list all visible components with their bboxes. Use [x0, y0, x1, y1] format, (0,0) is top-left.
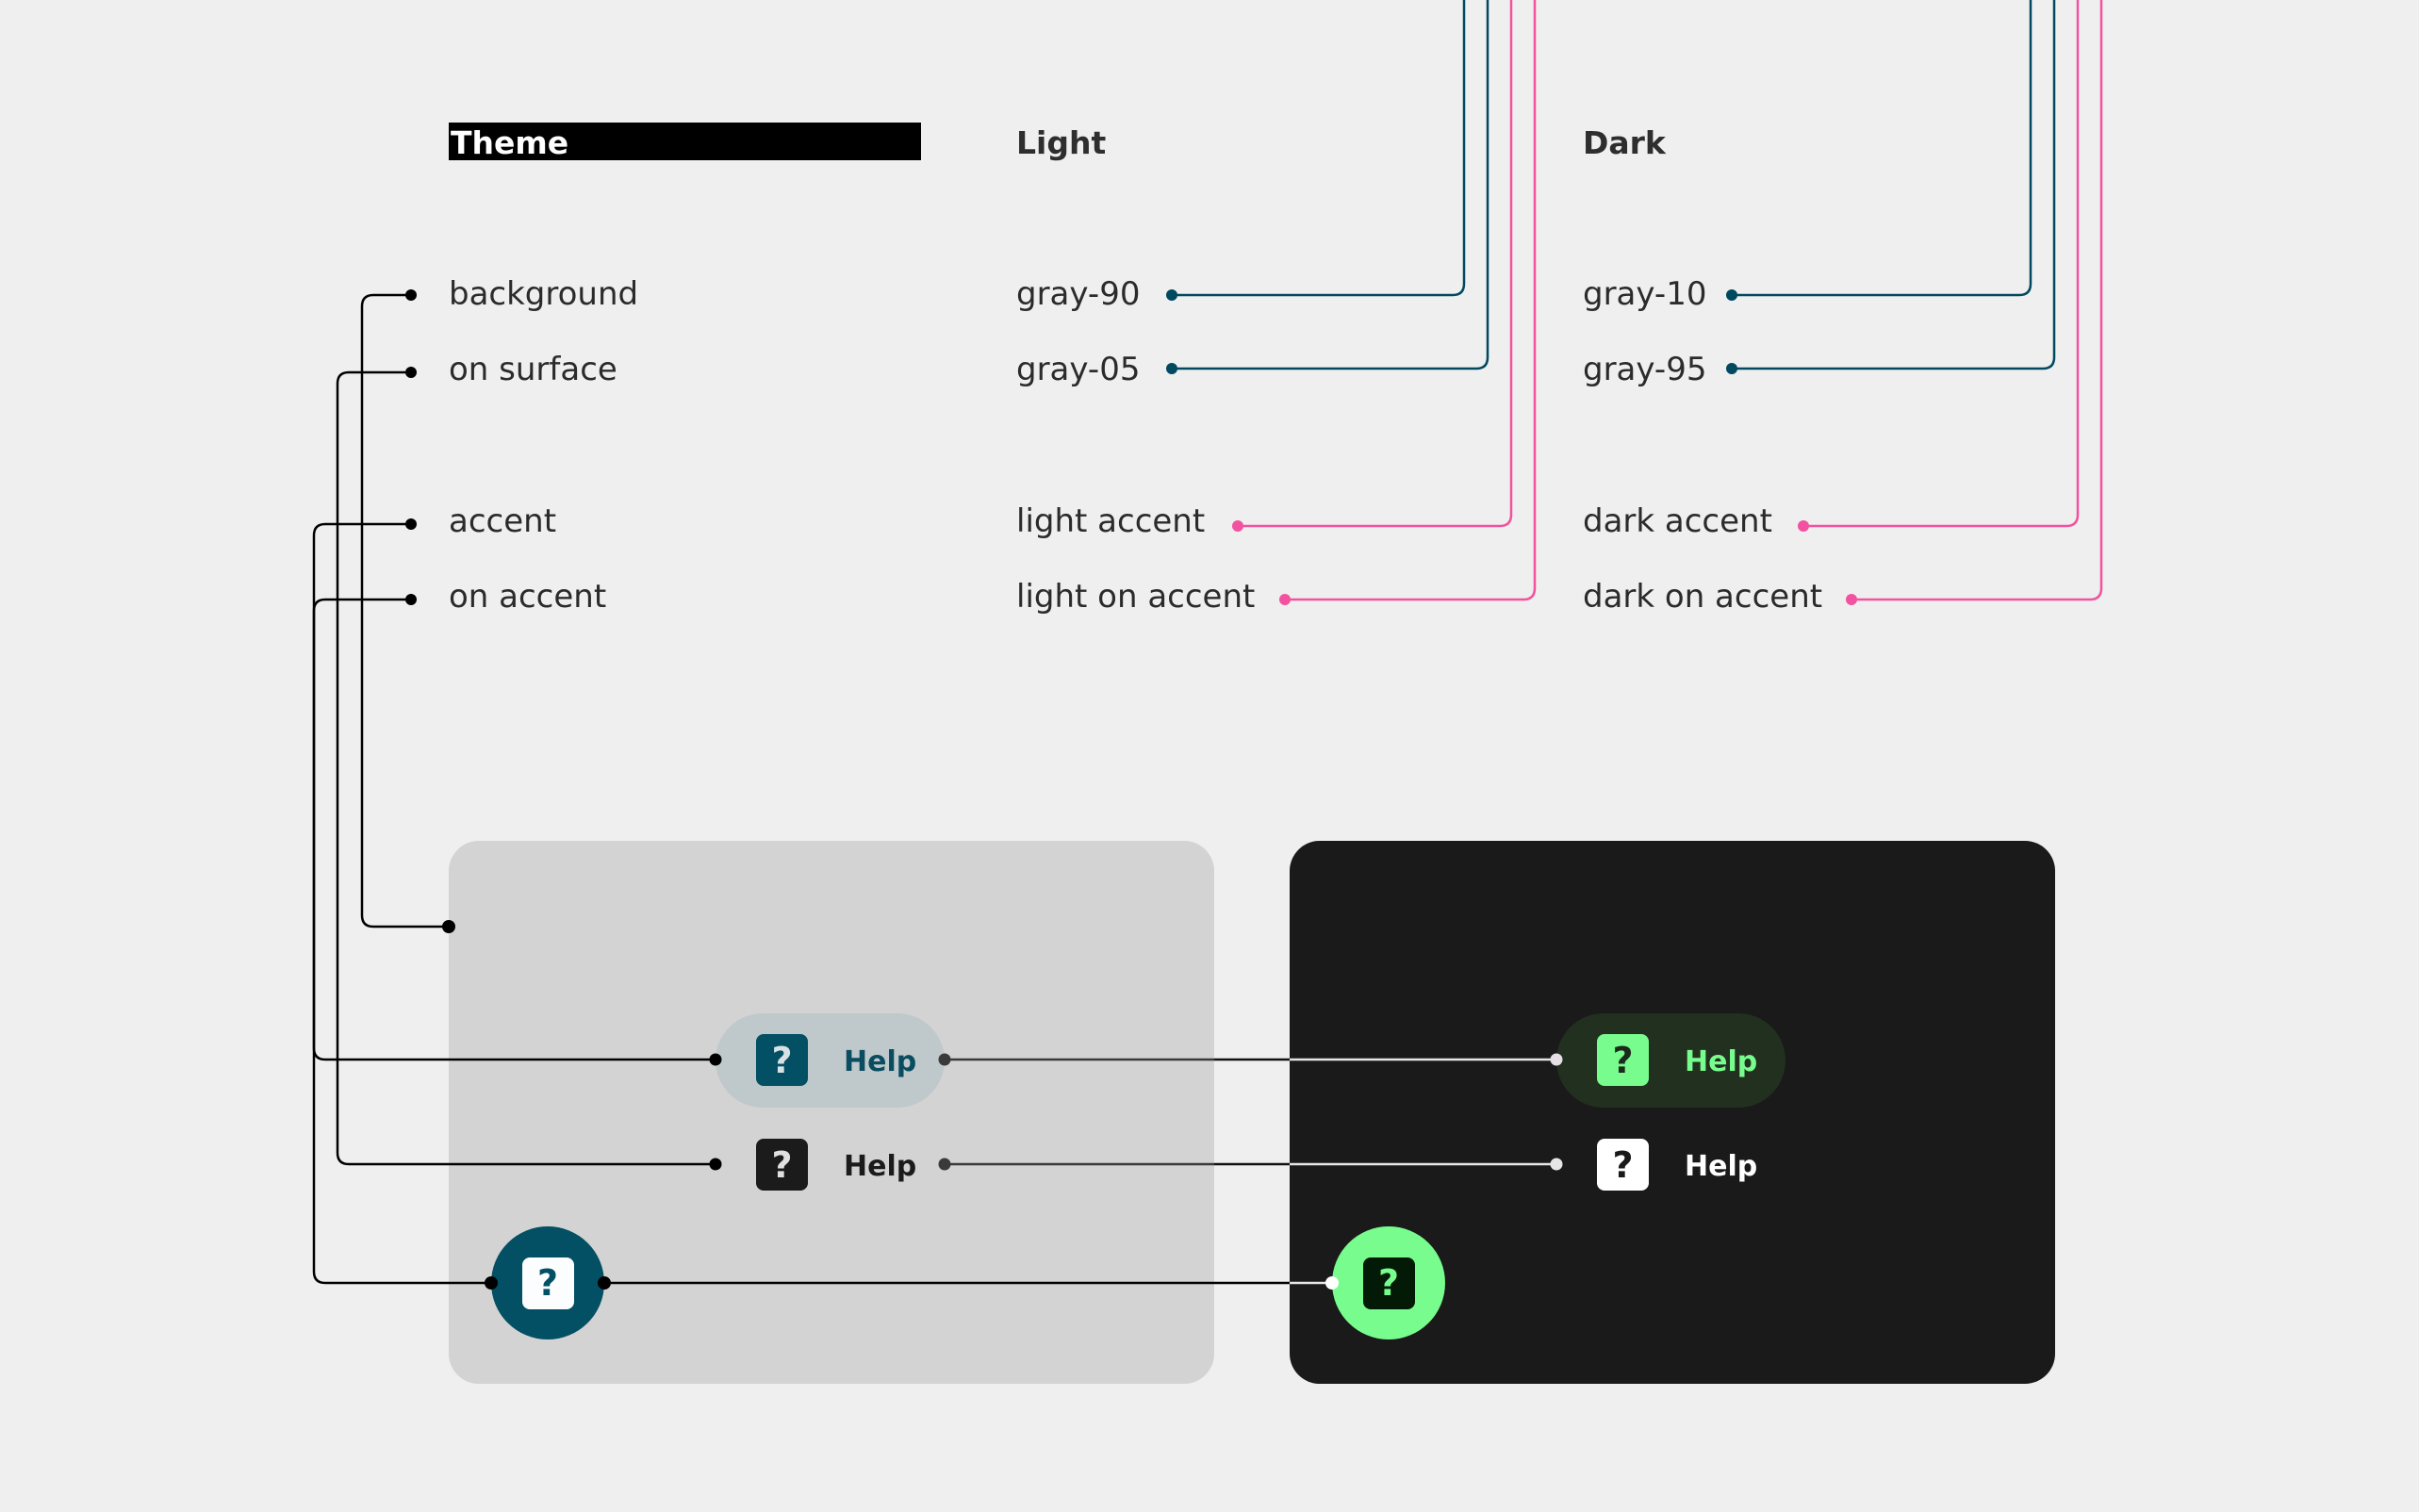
- light-column-header: Light: [1016, 124, 1107, 161]
- role-on-accent-label: on accent: [449, 578, 607, 616]
- dark-value-on-accent: dark on accent: [1583, 578, 1823, 616]
- dot-gray-90: [1166, 289, 1177, 301]
- dot-gray-10: [1726, 289, 1737, 301]
- dot-dark-accent: [1798, 520, 1809, 532]
- wire-gray-95: [1732, 0, 2056, 370]
- dot-gray-05: [1166, 363, 1177, 374]
- light-value-accent: light accent: [1016, 502, 1206, 540]
- dot-accent: [405, 518, 417, 530]
- dot-gray-95: [1726, 363, 1737, 374]
- dark-column-header: Dark: [1583, 124, 1666, 161]
- wire-background: [360, 293, 449, 929]
- help-button-label: Help: [844, 1045, 917, 1078]
- dark-help-plain-button[interactable]: ? Help: [1556, 1117, 1785, 1211]
- help-button-label: Help: [1685, 1150, 1758, 1183]
- wire-gray-10: [1732, 0, 2032, 297]
- dot-light-on-accent: [1279, 594, 1291, 605]
- dark-value-accent: dark accent: [1583, 502, 1772, 540]
- wire-gray-90: [1172, 0, 1466, 297]
- wire-dark-on-accent: [1851, 0, 2103, 601]
- dot-on-surface: [405, 367, 417, 378]
- light-value-on-accent: light on accent: [1016, 578, 1256, 616]
- dot-background: [405, 289, 417, 301]
- dark-value-background: gray-10: [1583, 275, 1707, 313]
- wire-light-accent: [1238, 0, 1513, 528]
- theme-column-header: Theme: [449, 123, 921, 161]
- wire-light-on-accent: [1285, 0, 1537, 601]
- light-value-on-surface: gray-05: [1016, 351, 1141, 388]
- dark-value-on-surface: gray-95: [1583, 351, 1707, 388]
- role-background-label: background: [449, 275, 639, 313]
- help-button-label: Help: [844, 1150, 917, 1183]
- role-accent-label: accent: [449, 502, 557, 540]
- wire-dark-accent: [1803, 0, 2080, 528]
- help-button-label: Help: [1685, 1045, 1758, 1078]
- dot-dark-on-accent: [1846, 594, 1857, 605]
- dark-help-pill-button[interactable]: ? Help: [1556, 1013, 1785, 1108]
- help-icon: ?: [1362, 1257, 1415, 1309]
- wire-gray-05: [1172, 0, 1489, 370]
- light-help-plain-button[interactable]: ? Help: [716, 1117, 945, 1211]
- help-icon: ?: [1597, 1034, 1649, 1086]
- dot-on-accent: [405, 594, 417, 605]
- role-on-surface-label: on surface: [449, 351, 617, 388]
- help-icon: ?: [521, 1257, 574, 1309]
- help-icon: ?: [1597, 1139, 1649, 1191]
- dot-light-accent: [1232, 520, 1243, 532]
- dark-help-fab[interactable]: ?: [1332, 1226, 1445, 1339]
- help-icon: ?: [756, 1034, 808, 1086]
- light-help-fab[interactable]: ?: [491, 1226, 604, 1339]
- light-help-pill-button[interactable]: ? Help: [716, 1013, 945, 1108]
- help-icon: ?: [756, 1139, 808, 1191]
- light-value-background: gray-90: [1016, 275, 1141, 313]
